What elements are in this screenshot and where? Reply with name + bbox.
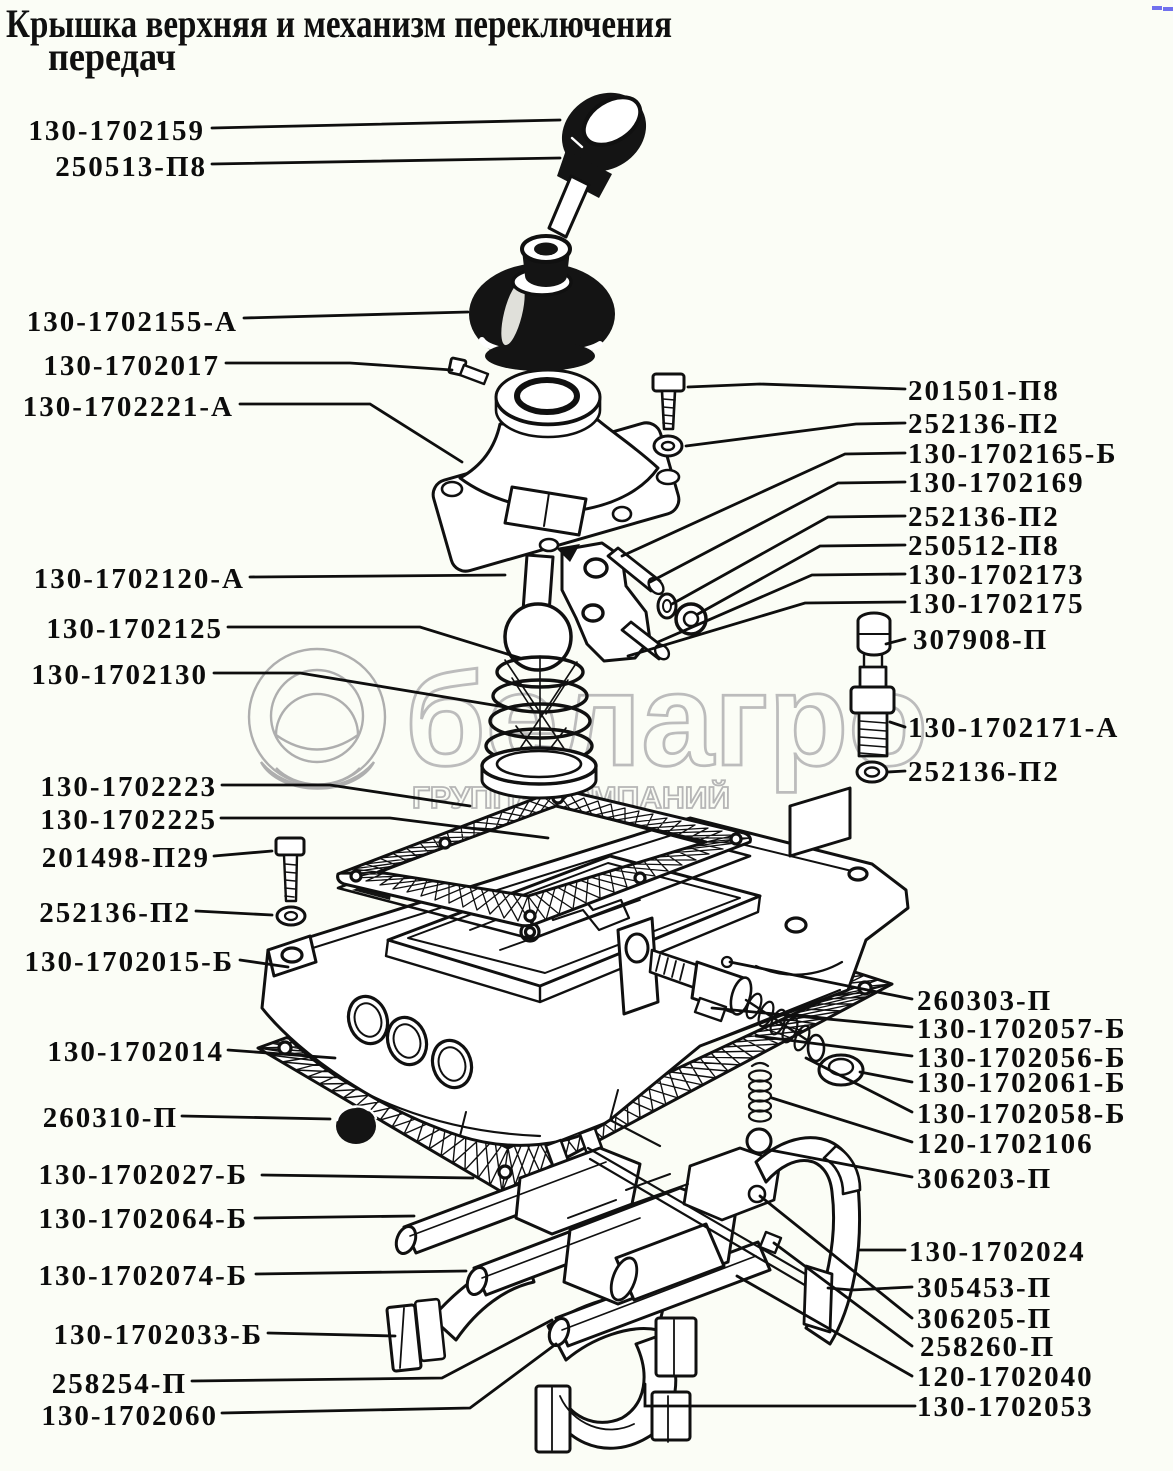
svg-text:130-1702017: 130-1702017 xyxy=(43,350,220,382)
svg-text:130-1702053: 130-1702053 xyxy=(917,1391,1094,1423)
svg-text:260310-П: 260310-П xyxy=(43,1102,178,1134)
svg-text:130-1702165-Б: 130-1702165-Б xyxy=(908,438,1118,470)
svg-text:120-1702106: 120-1702106 xyxy=(917,1128,1094,1160)
svg-text:130-1702171-А: 130-1702171-А xyxy=(908,712,1119,744)
svg-text:130-1702027-Б: 130-1702027-Б xyxy=(39,1159,249,1191)
svg-text:130-1702074-Б: 130-1702074-Б xyxy=(39,1260,249,1292)
svg-text:130-1702221-А: 130-1702221-А xyxy=(23,391,234,423)
svg-text:130-1702225: 130-1702225 xyxy=(40,804,217,836)
svg-text:130-1702155-А: 130-1702155-А xyxy=(27,306,238,338)
svg-text:130-1702014: 130-1702014 xyxy=(47,1036,224,1068)
svg-text:306205-П: 306205-П xyxy=(917,1303,1052,1335)
svg-text:201498-П29: 201498-П29 xyxy=(42,842,210,874)
svg-text:130-1702064-Б: 130-1702064-Б xyxy=(39,1203,249,1235)
svg-text:130-1702159: 130-1702159 xyxy=(28,115,205,147)
svg-text:130-1702058-Б: 130-1702058-Б xyxy=(917,1098,1127,1130)
svg-text:130-1702033-Б: 130-1702033-Б xyxy=(54,1319,264,1351)
svg-text:252136-П2: 252136-П2 xyxy=(908,756,1060,788)
svg-text:130-1702057-Б: 130-1702057-Б xyxy=(917,1013,1127,1045)
svg-text:130-1702169: 130-1702169 xyxy=(908,467,1085,499)
svg-text:130-1702175: 130-1702175 xyxy=(908,588,1085,620)
svg-text:130-1702015-Б: 130-1702015-Б xyxy=(25,946,235,978)
svg-text:250512-П8: 250512-П8 xyxy=(908,530,1060,562)
svg-text:130-1702120-А: 130-1702120-А xyxy=(34,563,245,595)
svg-text:130-1702223: 130-1702223 xyxy=(40,771,217,803)
svg-text:252136-П2: 252136-П2 xyxy=(908,501,1060,533)
svg-text:306203-П: 306203-П xyxy=(917,1163,1052,1195)
svg-text:307908-П: 307908-П xyxy=(913,624,1048,656)
svg-text:305453-П: 305453-П xyxy=(917,1272,1052,1304)
svg-text:Крышка верхняя и механизм пере: Крышка верхняя и механизм переключения xyxy=(6,1,672,46)
svg-text:252136-П2: 252136-П2 xyxy=(39,897,191,929)
svg-text:201501-П8: 201501-П8 xyxy=(908,375,1060,407)
svg-text:260303-П: 260303-П xyxy=(917,985,1052,1017)
svg-text:130-1702060: 130-1702060 xyxy=(41,1400,218,1432)
svg-text:130-1702125: 130-1702125 xyxy=(46,613,223,645)
svg-text:130-1702130: 130-1702130 xyxy=(31,659,208,691)
svg-text:258260-П: 258260-П xyxy=(920,1331,1055,1363)
svg-text:130-1702056-Б: 130-1702056-Б xyxy=(917,1042,1127,1074)
svg-text:258254-П: 258254-П xyxy=(52,1368,187,1400)
svg-text:250513-П8: 250513-П8 xyxy=(55,151,207,183)
svg-text:130-1702024: 130-1702024 xyxy=(909,1236,1086,1268)
svg-text:130-1702173: 130-1702173 xyxy=(908,559,1085,591)
svg-text:передач: передач xyxy=(48,34,176,79)
svg-text:130-1702061-Б: 130-1702061-Б xyxy=(917,1067,1127,1099)
svg-text:120-1702040: 120-1702040 xyxy=(917,1361,1094,1393)
svg-text:252136-П2: 252136-П2 xyxy=(908,408,1060,440)
